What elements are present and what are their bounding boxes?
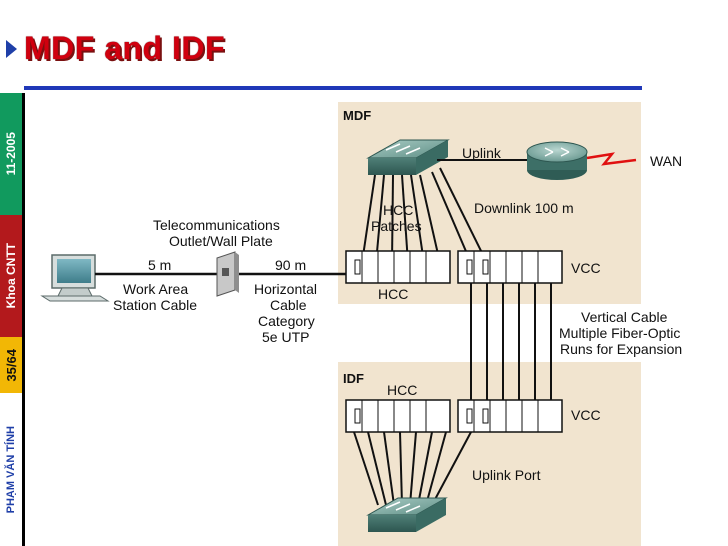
- downlink-label: Downlink 100 m: [474, 200, 574, 216]
- idf-hcc-label: HCC: [387, 382, 417, 398]
- work-area-label-1: Work Area: [123, 281, 188, 297]
- slide-title: MDF and IDF: [24, 30, 226, 66]
- mdf-hcc-label: HCC: [378, 286, 408, 302]
- vertical-cable-label-2: Multiple Fiber-Optic: [559, 325, 680, 341]
- wan-label: WAN: [650, 153, 682, 169]
- distance-90m-label: 90 m: [275, 257, 306, 273]
- bullet-arrow-icon: [6, 40, 17, 58]
- telecom-label-2: Outlet/Wall Plate: [169, 233, 273, 249]
- uplink-label: Uplink: [462, 145, 502, 161]
- idf-switch-icon: [366, 497, 448, 532]
- mdf-vcc-label: VCC: [571, 260, 601, 276]
- title-bar: MDF and IDF: [0, 0, 728, 90]
- mdf-label: MDF: [343, 108, 371, 123]
- idf-label: IDF: [343, 371, 364, 386]
- side-dept: Khoa CNTT: [0, 215, 22, 337]
- side-author: PHẠM VĂN TÍNH: [0, 393, 22, 546]
- workstation-pc-icon: [40, 254, 110, 302]
- horizontal-label-3: Category: [258, 313, 315, 329]
- idf-patch-cables: [353, 431, 472, 506]
- side-divider: [22, 93, 25, 546]
- hcc-patches-label-1: HCC: [383, 202, 413, 218]
- hcc-patches-label-2: Patches: [371, 218, 422, 234]
- work-area-label-2: Station Cable: [113, 297, 197, 313]
- vertical-cable-label-1: Vertical Cable: [581, 309, 668, 325]
- horizontal-label-4: 5e UTP: [262, 329, 309, 345]
- horizontal-label-2: Cable: [270, 297, 307, 313]
- vertical-cables: [470, 283, 552, 405]
- title-rule: [24, 86, 642, 90]
- wan-link-icon: [586, 152, 637, 166]
- vertical-cable-label-3: Runs for Expansion: [560, 341, 682, 357]
- mdf-switch-icon: [366, 139, 450, 175]
- uplink-port-label: Uplink Port: [472, 467, 541, 483]
- mdf-vcc-panel: [457, 250, 563, 284]
- horizontal-label-1: Horizontal: [254, 281, 317, 297]
- hcc-patch-cables: [361, 167, 488, 264]
- idf-hcc-panel: [345, 399, 451, 433]
- mdf-hcc-panel: [345, 250, 451, 284]
- distance-5m-label: 5 m: [148, 257, 171, 273]
- side-date: 11-2005: [0, 93, 22, 215]
- telecom-label-1: Telecommunications: [153, 217, 280, 233]
- idf-vcc-label: VCC: [571, 407, 601, 423]
- wall-plate-icon: [216, 251, 239, 297]
- router-icon: [526, 141, 588, 180]
- idf-vcc-panel: [457, 399, 563, 433]
- side-page: 35/64: [0, 337, 22, 393]
